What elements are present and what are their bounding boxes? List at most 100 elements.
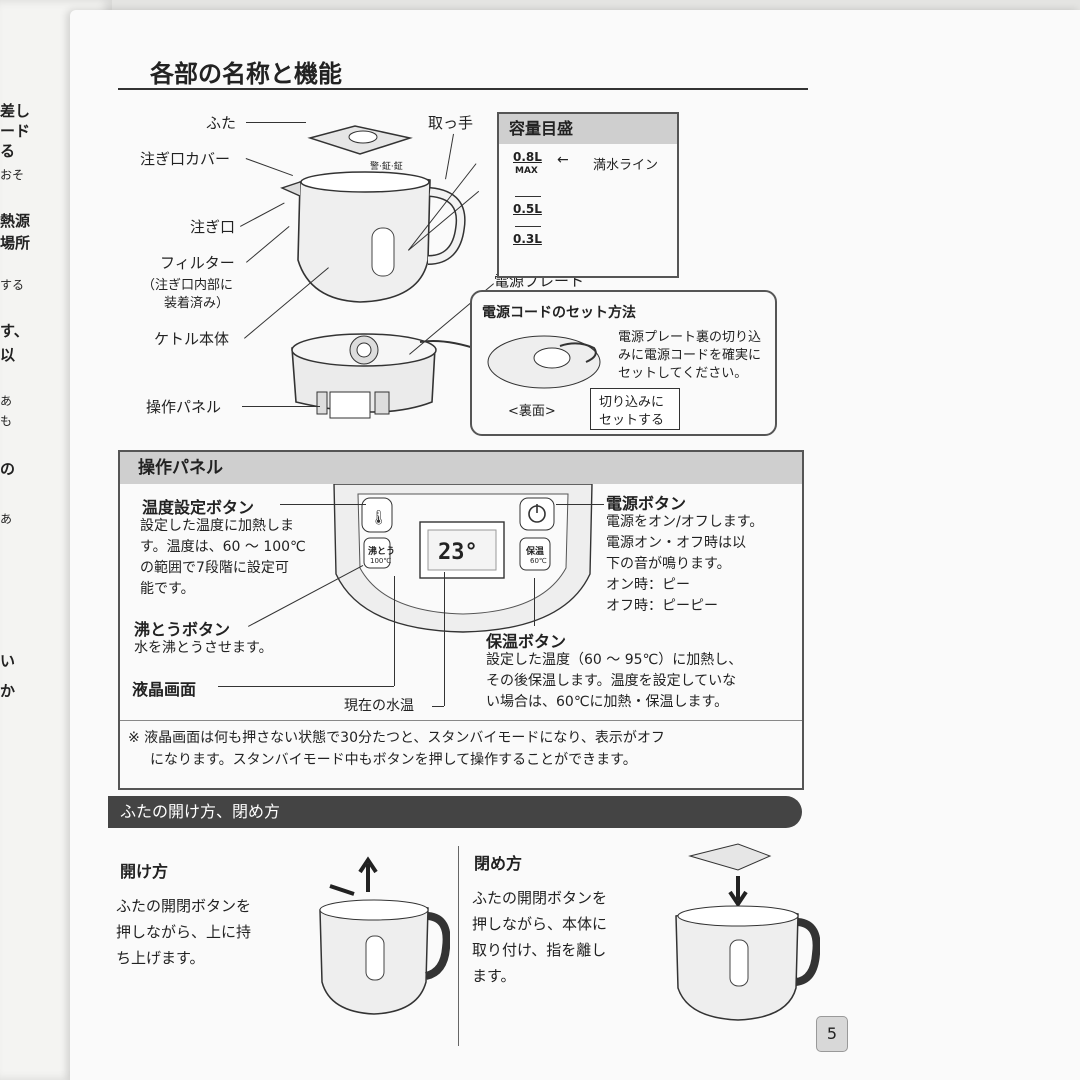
cord-desc: セットしてください。 [618, 366, 748, 381]
keep-warm-desc: その後保温します。温度を設定していな [486, 673, 737, 689]
cut-callout: 切り込みに セットする [590, 388, 680, 430]
callout-text: セットする [599, 413, 665, 428]
panel-header: 操作パネル [120, 452, 802, 484]
open-desc: ち上げます。 [116, 949, 205, 967]
leader-line [556, 504, 604, 505]
left-fragment: 場所 [0, 234, 31, 252]
close-title: 閉め方 [474, 854, 523, 873]
note-text: ※ 液晶画面は何も押さない状態で30分たつと、スタンバイモードになり、表示がオフ [128, 730, 665, 746]
label-spout-cover: 注ぎ口カバー [140, 150, 231, 168]
label-lid: ふた [206, 114, 237, 132]
leader-line [242, 406, 320, 407]
left-fragment: 差し [0, 102, 31, 120]
panel-illustration: 🌡 [333, 484, 593, 633]
leader-line [218, 686, 394, 687]
power-button-desc: オフ時：ピーピー [606, 598, 718, 614]
operation-panel-box: 操作パネル 🌡 23° 沸とう 100℃ 保温 60℃ 温度設定ボタン 設定した… [118, 450, 804, 790]
plate-back-illustration [487, 335, 601, 389]
keep-key-sub: 60℃ [530, 557, 547, 565]
lcd-display: 23° [438, 540, 478, 565]
left-fragment: の [0, 460, 16, 478]
keep-warm-title: 保温ボタン [486, 632, 567, 651]
arrow-left-icon: ← [557, 152, 569, 168]
cord-setup-box: 電源コードのセット方法 電源プレート裏の切り込 みに電源コードを確実に セットし… [470, 290, 777, 436]
capacity-box: 容量目盛 0.8L MAX ← 満水ライン 0.5L 0.3L [497, 112, 679, 278]
note-divider [120, 720, 802, 721]
temp-button-desc: す。温度は、60 ～ 100℃ [140, 539, 306, 555]
cord-desc: みに電源コードを確実に [618, 348, 762, 363]
close-desc: 取り付け、指を離し [472, 941, 607, 959]
leader-line [246, 122, 306, 123]
note-text: になります。スタンバイモード中もボタンを押して操作することができます。 [150, 752, 637, 768]
boil-button-desc: 水を沸とうさせます。 [134, 640, 273, 656]
power-button-title: 電源ボタン [606, 494, 687, 513]
kettle-illustration [280, 125, 481, 419]
power-button-desc: 電源オン・オフ時は以 [606, 535, 746, 551]
tick-mark [515, 226, 541, 227]
open-desc: 押しながら、上に持 [116, 923, 252, 941]
svg-text:🌡: 🌡 [370, 510, 388, 526]
keep-warm-desc: 設定した温度（60 ～ 95℃）に加熱し、 [486, 652, 743, 668]
current-temp-label: 現在の水温 [344, 698, 414, 714]
temp-button-title: 温度設定ボタン [142, 498, 255, 517]
leader-line [394, 576, 395, 686]
capacity-title: 容量目盛 [499, 114, 677, 144]
keep-warm-desc: い場合は、60℃に加熱・保温します。 [486, 694, 729, 710]
leader-line [432, 706, 444, 707]
section-divider [458, 846, 459, 1046]
back-label: <裏面> [508, 404, 556, 419]
lcd-label: 液晶画面 [132, 680, 197, 699]
boil-key-sub: 100℃ [370, 557, 392, 565]
power-button-desc: 電源をオン/オフします。 [606, 514, 764, 530]
tick-mark [515, 196, 541, 197]
capacity-max-value: 0.8L [513, 150, 542, 164]
temp-button-desc: の範囲で7段階に設定可 [140, 560, 289, 576]
full-line-label: 満水ライン [593, 158, 659, 173]
temp-button-desc: 設定した温度に加熱しま [140, 518, 294, 534]
left-fragment: する [0, 278, 25, 292]
open-desc: ふたの開閉ボタンを [116, 897, 252, 915]
keep-key-label[interactable]: 保温 [526, 547, 545, 557]
label-body: ケトル本体 [154, 330, 230, 348]
left-fragment: す、 [0, 322, 29, 340]
capacity-mid: 0.5L [513, 202, 542, 216]
cord-desc: 電源プレート裏の切り込 [618, 330, 762, 345]
left-fragment: い [0, 652, 16, 670]
left-fragment: 以 [0, 346, 16, 364]
open-title: 開け方 [120, 862, 169, 881]
left-fragment: か [0, 682, 16, 700]
lid-section-header: ふたの開け方、閉め方 [108, 796, 802, 828]
capacity-low: 0.3L [513, 232, 542, 246]
close-desc: ます。 [472, 967, 516, 985]
boil-button-title: 沸とうボタン [134, 620, 231, 639]
close-desc: ふたの開閉ボタンを [472, 889, 608, 907]
left-fragment: あ [0, 512, 13, 526]
close-desc: 押しながら、本体に [472, 915, 608, 933]
boil-key-label[interactable]: 沸とう [368, 547, 396, 557]
leader-line [280, 504, 366, 505]
left-fragment: 熱源 [0, 212, 31, 230]
callout-text: 切り込みに [599, 395, 665, 410]
leader-line [444, 572, 445, 706]
power-button-desc: オン時：ピー [606, 577, 690, 593]
page-number: 5 [816, 1016, 848, 1052]
power-button-desc: 下の音が鳴ります。 [606, 556, 731, 572]
open-lid-illustration [319, 856, 450, 1015]
label-handle: 取っ手 [428, 114, 474, 132]
kettle-mark: 警·鉦·鉦 [370, 162, 403, 172]
title-rule [118, 88, 808, 90]
left-fragment: る [0, 142, 16, 160]
capacity-max-label: MAX [515, 166, 538, 176]
label-filter: フィルター [160, 254, 235, 272]
label-panel: 操作パネル [146, 398, 222, 416]
label-filter-note: 装着済み） [164, 296, 230, 311]
left-fragment: ード [0, 122, 31, 140]
leader-line [534, 578, 535, 626]
close-lid-illustration [675, 843, 820, 1021]
label-filter-note: （注ぎ口内部に [142, 278, 234, 293]
left-fragment: も [0, 414, 13, 428]
left-fragment: あ [0, 394, 13, 408]
page-title: 各部の名称と機能 [150, 60, 342, 88]
label-spout: 注ぎ口 [190, 218, 236, 236]
cord-title: 電源コードのセット方法 [482, 305, 636, 321]
